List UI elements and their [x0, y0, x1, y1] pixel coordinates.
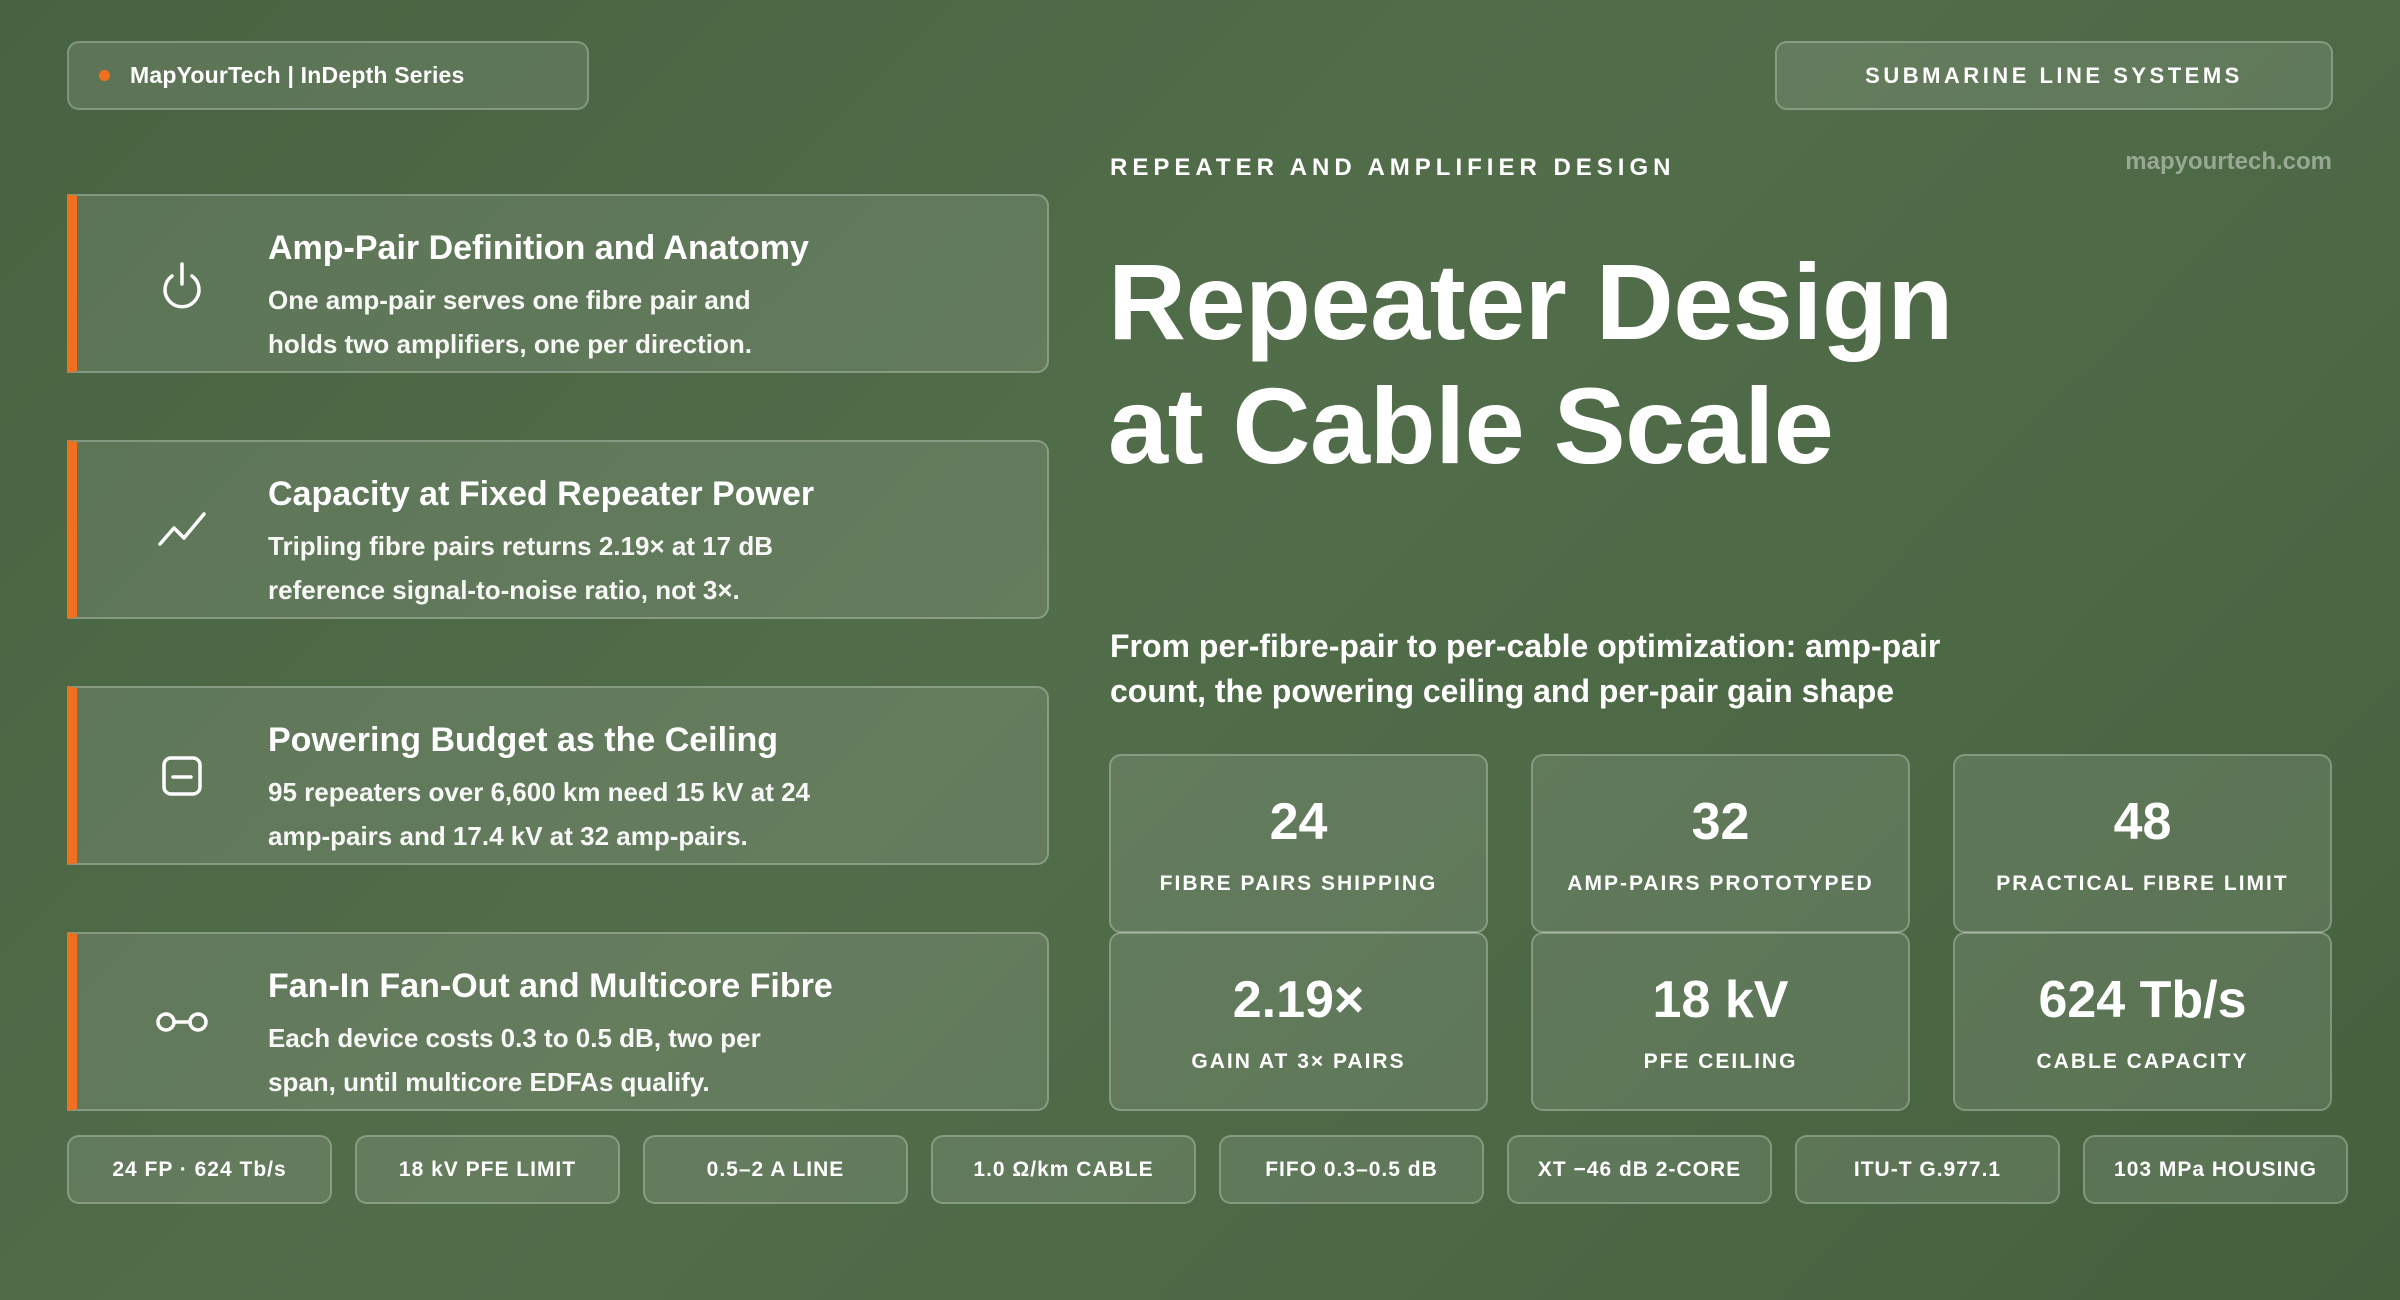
feature-description-line: One amp-pair serves one fibre pair and	[268, 285, 751, 315]
tag-chip: FIFO 0.3–0.5 dB	[1219, 1135, 1484, 1204]
brand-badge: MapYourTech | InDepth Series	[67, 41, 589, 110]
stat-label: GAIN AT 3× PAIRS	[1191, 1049, 1406, 1073]
feature-title: Powering Budget as the Ceiling	[268, 721, 779, 759]
stat-label: FIBRE PAIRS SHIPPING	[1159, 871, 1438, 895]
stat-label: PFE CEILING	[1643, 1049, 1798, 1073]
feature-card-amp-pair: Amp-Pair Definition and Anatomy One amp-…	[67, 194, 1049, 373]
category-badge: SUBMARINE LINE SYSTEMS	[1775, 41, 2333, 110]
trend-line-icon	[152, 500, 212, 560]
tag-chip: 18 kV PFE LIMIT	[355, 1135, 620, 1204]
feature-description-line: Tripling fibre pairs returns 2.19× at 17…	[268, 531, 773, 561]
status-dot	[99, 70, 110, 81]
feature-description: Tripling fibre pairs returns 2.19× at 17…	[268, 524, 988, 612]
feature-description-line: Each device costs 0.3 to 0.5 dB, two per	[268, 1023, 761, 1053]
link-nodes-icon	[152, 992, 212, 1052]
page-title: Repeater Design at Cable Scale	[1108, 240, 1953, 488]
power-icon	[152, 254, 212, 314]
feature-title: Fan-In Fan-Out and Multicore Fibre	[268, 967, 833, 1005]
battery-box-icon	[152, 746, 212, 806]
stat-label: CABLE CAPACITY	[2036, 1049, 2249, 1073]
feature-title: Capacity at Fixed Repeater Power	[268, 475, 815, 513]
title-line-2: at Cable Scale	[1108, 365, 1834, 486]
feature-description: One amp-pair serves one fibre pair and h…	[268, 278, 988, 366]
tag-chip: 0.5–2 A LINE	[643, 1135, 908, 1204]
stat-amp-pairs: 32 AMP-PAIRS PROTOTYPED	[1531, 754, 1910, 933]
feature-description-line: reference signal-to-noise ratio, not 3×.	[268, 575, 740, 605]
feature-description: Each device costs 0.3 to 0.5 dB, two per…	[268, 1016, 988, 1104]
title-line-1: Repeater Design	[1108, 241, 1953, 362]
tag-chip: ITU-T G.977.1	[1795, 1135, 2060, 1204]
tag-chip: 24 FP · 624 Tb/s	[67, 1135, 332, 1204]
stat-cable-capacity: 624 Tb/s CABLE CAPACITY	[1953, 932, 2332, 1111]
stat-pfe-ceiling: 18 kV PFE CEILING	[1531, 932, 1910, 1111]
page-subtitle: From per-fibre-pair to per-cable optimiz…	[1110, 628, 1941, 709]
brand-label: MapYourTech | InDepth Series	[130, 62, 465, 88]
stat-label: AMP-PAIRS PROTOTYPED	[1567, 871, 1874, 895]
stat-value: 48	[2113, 792, 2172, 851]
stat-fibre-limit: 48 PRACTICAL FIBRE LIMIT	[1953, 754, 2332, 933]
feature-description: 95 repeaters over 6,600 km need 15 kV at…	[268, 770, 988, 858]
tag-chip: 1.0 Ω/km CABLE	[931, 1135, 1196, 1204]
stat-gain: 2.19× GAIN AT 3× PAIRS	[1109, 932, 1488, 1111]
eyebrow-label: REPEATER AND AMPLIFIER DESIGN	[1110, 154, 1676, 181]
tag-chip: 103 MPa HOUSING	[2083, 1135, 2348, 1204]
feature-title: Amp-Pair Definition and Anatomy	[268, 229, 809, 267]
stat-value: 32	[1691, 792, 1750, 851]
feature-card-capacity: Capacity at Fixed Repeater Power Triplin…	[67, 440, 1049, 619]
feature-description-line: amp-pairs and 17.4 kV at 32 amp-pairs.	[268, 821, 748, 851]
feature-card-fifo: Fan-In Fan-Out and Multicore Fibre Each …	[67, 932, 1049, 1111]
site-link[interactable]: mapyourtech.com	[2125, 148, 2332, 175]
feature-card-powering: Powering Budget as the Ceiling 95 repeat…	[67, 686, 1049, 865]
feature-description-line: holds two amplifiers, one per direction.	[268, 329, 752, 359]
feature-description-line: 95 repeaters over 6,600 km need 15 kV at…	[268, 777, 811, 807]
stat-value: 624 Tb/s	[2038, 970, 2247, 1029]
stat-label: PRACTICAL FIBRE LIMIT	[1996, 871, 2289, 895]
stat-value: 18 kV	[1652, 970, 1789, 1029]
tag-chip: XT −46 dB 2-CORE	[1507, 1135, 1772, 1204]
feature-description-line: span, until multicore EDFAs qualify.	[268, 1067, 710, 1097]
stat-value: 24	[1269, 792, 1328, 851]
stat-fibre-pairs: 24 FIBRE PAIRS SHIPPING	[1109, 754, 1488, 933]
stat-value: 2.19×	[1232, 970, 1365, 1029]
